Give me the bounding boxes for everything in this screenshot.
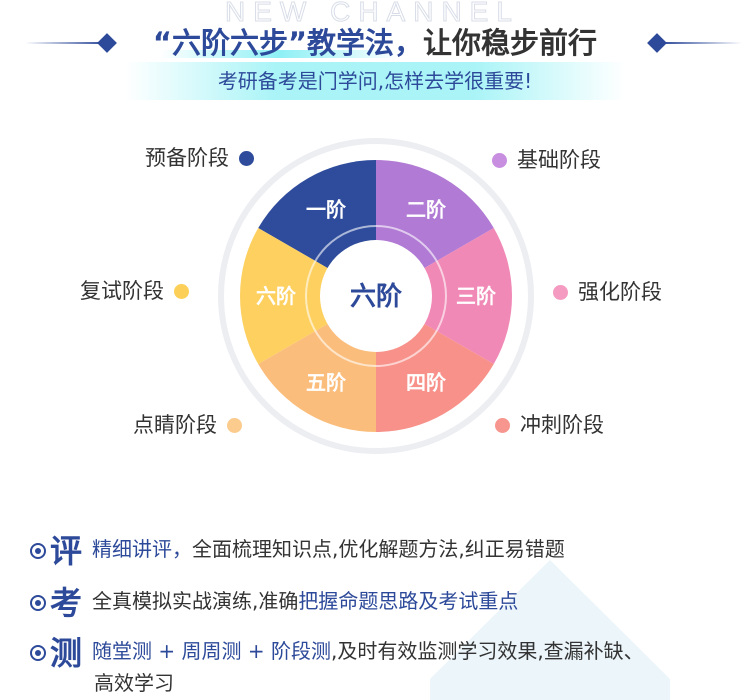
wheel-segment-label: 一阶: [306, 197, 347, 221]
subtitle: 考研备考是门学问,怎样去学很重要!: [217, 69, 533, 93]
title-dark: 让你稳步前行: [423, 26, 598, 60]
divider-left: [25, 42, 105, 44]
dot-icon: [174, 283, 189, 299]
bullet-icon: [30, 594, 46, 611]
stage-label-final: 点睛阶段: [133, 412, 242, 438]
stage-text: 基础阶段: [517, 148, 601, 172]
divider-right: [662, 42, 742, 44]
title-blue: “六阶六步”教学法，: [152, 26, 424, 60]
stage-text: 强化阶段: [578, 280, 662, 304]
wheel-segment-label: 四阶: [406, 371, 447, 395]
feature-highlight: 随堂测 + 周周测 + 阶段测: [92, 639, 331, 663]
stage-text: 复试阶段: [80, 279, 164, 303]
wheel-center-label: 六阶: [350, 282, 402, 312]
subtitle-background: [125, 62, 625, 100]
dot-icon: [227, 417, 242, 433]
dot-icon: [495, 417, 510, 433]
stage-label-sprint: 冲刺阶段: [495, 412, 604, 438]
feature-char: 评: [50, 531, 83, 570]
title-highlight: [160, 50, 400, 58]
wheel-segment-label: 二阶: [406, 197, 447, 221]
bullet-icon: [30, 644, 46, 661]
feature-char: 考: [50, 583, 83, 622]
wheel-segment-label: 六阶: [256, 284, 297, 308]
feature-review: 评精细讲评，全面梳理知识点,优化解题方法,纠正易错题: [30, 532, 565, 568]
stage-label-strengthen: 强化阶段: [553, 279, 662, 305]
watermark: NEW CHANNEL: [225, 0, 520, 27]
page-title: “六阶六步”教学法，让你稳步前行: [0, 27, 750, 59]
feature-highlight: 精细讲评，: [92, 537, 193, 561]
stage-text: 预备阶段: [145, 146, 229, 170]
wheel-segment-label: 五阶: [306, 371, 347, 395]
stage-label-prep: 预备阶段: [145, 145, 254, 171]
stage-label-basic: 基础阶段: [492, 147, 601, 173]
bullet-icon: [30, 542, 46, 559]
dot-icon: [492, 152, 507, 168]
dot-icon: [553, 284, 568, 300]
wheel-center: [320, 240, 432, 352]
dot-icon: [239, 150, 254, 166]
feature-text: 全真模拟实战演练,准确: [92, 589, 299, 613]
stage-text: 点睛阶段: [133, 413, 217, 437]
feature-test-continued: 高效学习: [94, 671, 174, 695]
wheel-segment: [240, 228, 376, 364]
feature-exam: 考全真模拟实战演练,准确把握命题思路及考试重点: [30, 584, 518, 620]
wheel-inner-ring: [305, 225, 447, 367]
wheel-segment: [376, 228, 512, 364]
feature-char: 测: [50, 633, 83, 672]
feature-text: 全面梳理知识点,优化解题方法,纠正易错题: [192, 537, 565, 561]
stage-label-retest: 复试阶段: [80, 278, 189, 304]
background-decoration: [430, 560, 670, 700]
feature-highlight: 把握命题思路及考试重点: [298, 589, 519, 613]
wheel-segment-label: 三阶: [456, 284, 497, 308]
stage-text: 冲刺阶段: [520, 413, 604, 437]
feature-text: ,及时有效监测学习效果,查漏补缺、: [330, 639, 644, 663]
feature-test: 测随堂测 + 周周测 + 阶段测,及时有效监测学习效果,查漏补缺、: [30, 634, 644, 670]
